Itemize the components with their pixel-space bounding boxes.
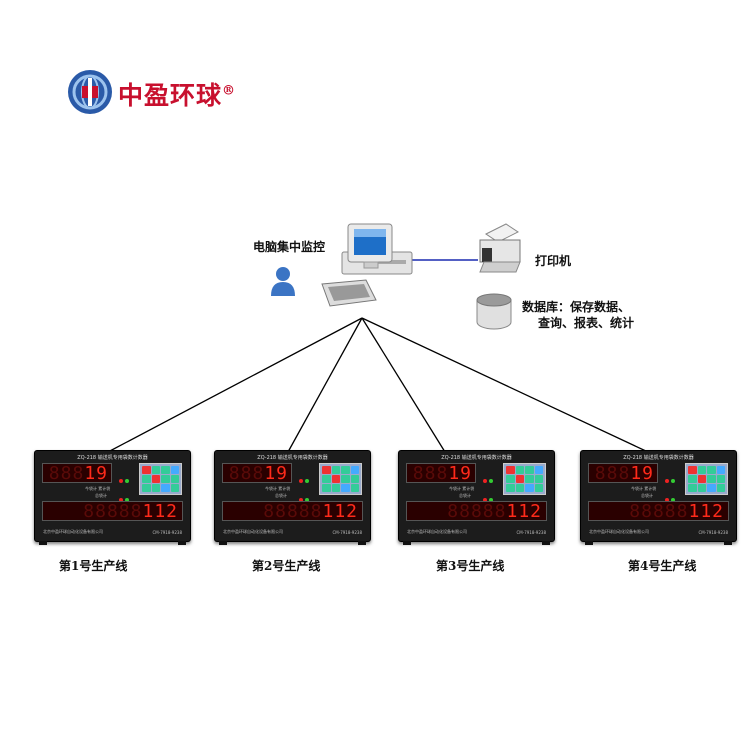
device-footer-right: CM-7918-9238 [698, 530, 729, 535]
device-mid-label-2: 总袋计 [641, 493, 653, 498]
led-indicators [118, 469, 134, 507]
user-icon [271, 267, 295, 296]
device-footer-left: 北京中盈环球自动化设备有限公司 [223, 529, 283, 534]
bottom-display: 88888112 [406, 501, 547, 522]
center-label: 电脑集中监控 [253, 240, 326, 254]
counter-device-4: ZQ-218 输送机专用袋数计数器 88819 今袋计 累计袋 总袋计 8888… [580, 450, 737, 545]
top-display: 88819 [588, 463, 658, 484]
device-footer-left: 北京中盈环球自动化设备有限公司 [589, 529, 649, 534]
device-title: ZQ-218 输送机专用袋数计数器 [441, 455, 512, 461]
device-title: ZQ-218 输送机专用袋数计数器 [77, 455, 148, 461]
database-icon [476, 293, 512, 330]
brand-name: 中盈环球® [118, 81, 237, 110]
keypad [503, 463, 546, 495]
bottom-display: 88888112 [588, 501, 729, 522]
line-label-2: 第2号生产线 [252, 559, 321, 573]
keypad [319, 463, 362, 495]
device-title: ZQ-218 输送机专用袋数计数器 [623, 455, 694, 461]
counter-device-2: ZQ-218 输送机专用袋数计数器 88819 今袋计 累计袋 总袋计 8888… [214, 450, 371, 545]
device-footer-left: 北京中盈环球自动化设备有限公司 [407, 529, 467, 534]
top-display: 88819 [42, 463, 112, 484]
keyboard-icon [321, 279, 377, 307]
database-label-line-2: 查询、报表、统计 [538, 316, 635, 330]
line-label-1: 第1号生产线 [59, 559, 128, 573]
top-display: 88819 [406, 463, 476, 484]
device-mid-label-2: 总袋计 [275, 493, 287, 498]
device-mid-label-1: 今袋计 累计袋 [265, 486, 291, 491]
device-mid-label-2: 总袋计 [459, 493, 471, 498]
device-mid-label-1: 今袋计 累计袋 [449, 486, 475, 491]
globe-logo-icon [68, 70, 112, 114]
bottom-display: 88888112 [42, 501, 183, 522]
device-mid-label-1: 今袋计 累计袋 [631, 486, 657, 491]
database-label-line-1: 数据库：保存数据、 [522, 300, 631, 314]
line-label-3: 第3号生产线 [436, 559, 505, 573]
led-indicators [298, 469, 314, 507]
keypad [139, 463, 182, 495]
keypad [685, 463, 728, 495]
printer-label: 打印机 [535, 254, 572, 268]
computer-icon [341, 223, 413, 275]
device-footer-right: CM-7918-9238 [516, 530, 547, 535]
led-indicators [482, 469, 498, 507]
bottom-display: 88888112 [222, 501, 363, 522]
device-footer-right: CM-7918-9238 [332, 530, 363, 535]
device-mid-label-1: 今袋计 累计袋 [85, 486, 111, 491]
device-title: ZQ-218 输送机专用袋数计数器 [257, 455, 328, 461]
led-indicators [664, 469, 680, 507]
device-footer-right: CM-7918-9238 [152, 530, 183, 535]
counter-device-3: ZQ-218 输送机专用袋数计数器 88819 今袋计 累计袋 总袋计 8888… [398, 450, 555, 545]
device-footer-left: 北京中盈环球自动化设备有限公司 [43, 529, 103, 534]
counter-device-1: ZQ-218 输送机专用袋数计数器 88819 今袋计 累计袋 总袋计 8888… [34, 450, 191, 545]
link-line-2 [287, 317, 363, 453]
link-line-1 [107, 317, 363, 453]
line-label-4: 第4号生产线 [628, 559, 697, 573]
printer-icon [479, 223, 521, 273]
link-line-3 [361, 317, 446, 453]
device-mid-label-2: 总袋计 [95, 493, 107, 498]
link-line-4 [361, 317, 649, 453]
top-display: 88819 [222, 463, 292, 484]
